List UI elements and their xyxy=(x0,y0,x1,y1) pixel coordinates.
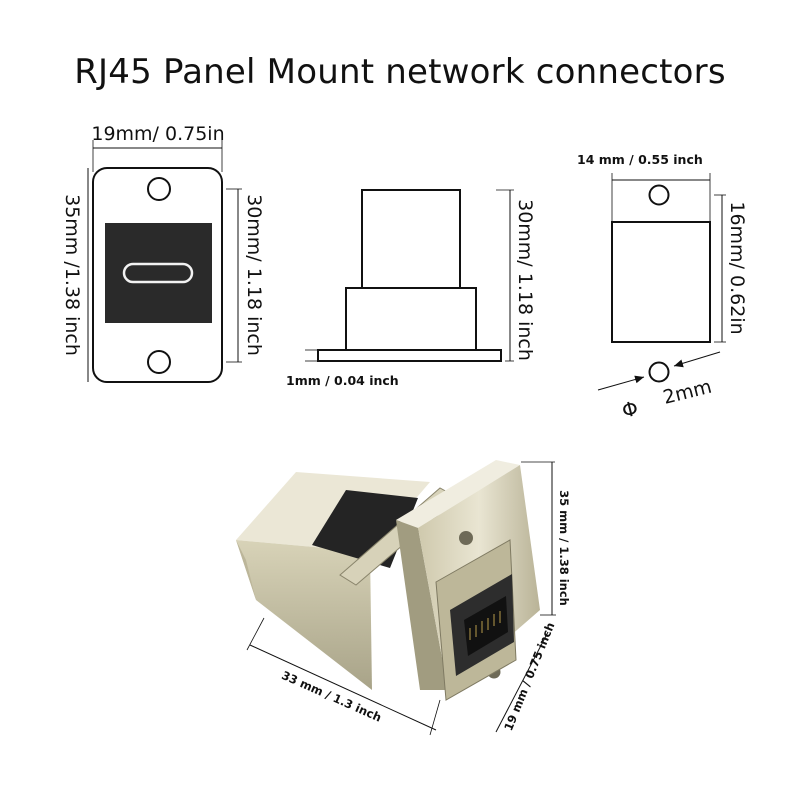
body-side-face xyxy=(236,540,372,690)
mount-hole-top xyxy=(147,177,171,201)
cutout-rectangle xyxy=(611,221,711,343)
front-width-label: 19mm/ 0.75in xyxy=(91,123,224,145)
photo-height-label: 35 mm / 1.38 inch xyxy=(557,490,571,606)
diameter-symbol: Φ xyxy=(619,396,640,423)
flange-thickness-label: 1mm / 0.04 inch xyxy=(286,373,399,388)
front-height-label: 35mm /1.38 inch xyxy=(61,194,83,356)
side-flange xyxy=(317,349,502,362)
cutout-view: 14 mm / 0.55 inch 16mm/ 0.62in Φ 2mm xyxy=(577,152,748,423)
hole-spacing-label: 30mm/ 1.18 inch xyxy=(243,194,265,356)
front-view: 19mm/ 0.75in 35mm /1.38 inch 30mm/ 1.18 … xyxy=(61,123,265,383)
plate-hole-top xyxy=(459,531,473,545)
side-upper-body xyxy=(361,189,461,289)
side-height-label: 30mm/ 1.18 inch xyxy=(514,199,536,361)
cutout-height-label: 16mm/ 0.62in xyxy=(726,201,748,334)
mount-hole-bottom xyxy=(147,350,171,374)
side-view: 30mm/ 1.18 inch 1mm / 0.04 inch xyxy=(286,189,536,388)
connector-photo: 35 mm / 1.38 inch 19 mm / 0.75 inch 33 m… xyxy=(236,460,571,736)
cutout-hole-top xyxy=(648,184,670,206)
port-slot-icon xyxy=(122,262,194,284)
page-title: RJ45 Panel Mount network connectors xyxy=(74,52,726,92)
cutout-width-label: 14 mm / 0.55 inch xyxy=(577,152,703,167)
hole-diameter-label: 2mm xyxy=(661,376,714,409)
side-lower-body xyxy=(345,287,477,351)
cutout-hole-bottom xyxy=(648,361,670,383)
